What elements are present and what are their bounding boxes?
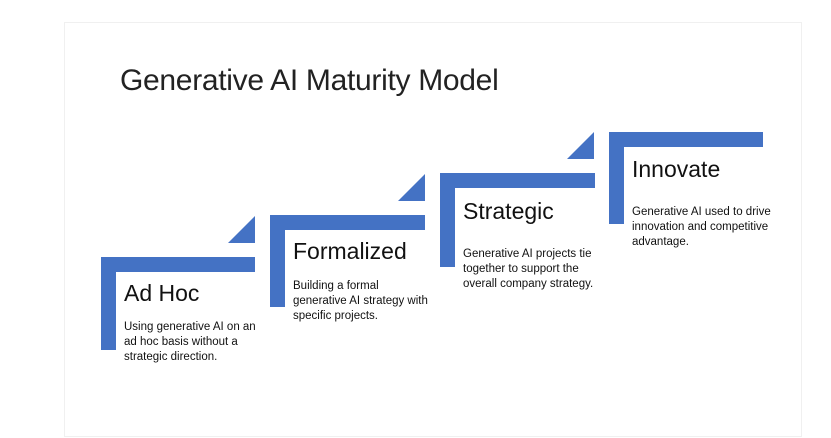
step-3-title: Strategic <box>463 198 554 224</box>
step-arrow-triangle-3 <box>567 132 594 159</box>
step-arrow-triangle-2 <box>398 174 425 201</box>
step-4-side-bar <box>609 132 624 224</box>
step-1-description: Using generative AI on an ad hoc basis w… <box>124 321 256 363</box>
slide <box>64 22 802 437</box>
step-arrow-triangle-1 <box>228 216 255 243</box>
diagram-title: Generative AI Maturity Model <box>120 64 499 97</box>
step-1-top-bar <box>101 257 255 272</box>
step-2-description: Building a formal generative AI strategy… <box>293 280 428 322</box>
step-1-side-bar <box>101 257 116 350</box>
step-2-top-bar <box>270 215 425 230</box>
step-3-side-bar <box>440 173 455 267</box>
step-3-top-bar <box>440 173 595 188</box>
step-4-description: Generative AI used to drive innovation a… <box>632 206 771 248</box>
step-4-top-bar <box>609 132 763 147</box>
step-1-title: Ad Hoc <box>124 280 200 306</box>
step-4-title: Innovate <box>632 156 721 182</box>
step-2-side-bar <box>270 215 285 307</box>
step-3-description: Generative AI projects tie together to s… <box>463 248 594 290</box>
step-2-title: Formalized <box>293 238 407 264</box>
